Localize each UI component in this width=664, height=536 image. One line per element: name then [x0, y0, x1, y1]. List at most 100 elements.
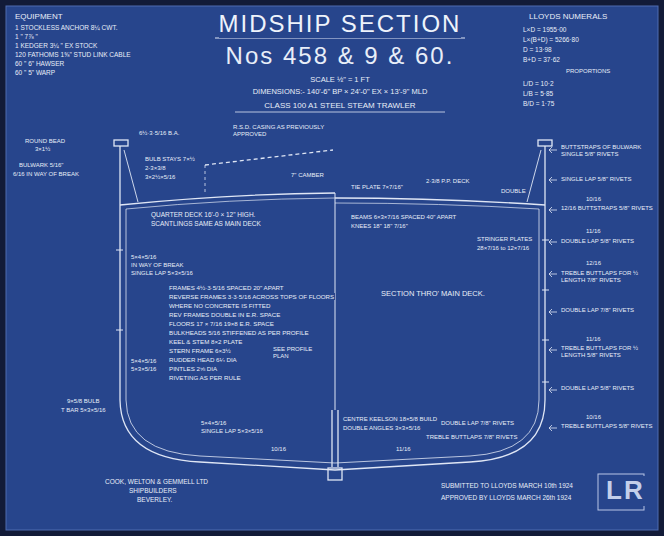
drawing-note: 5×4×5/16: [130, 254, 157, 261]
leader-lines: [549, 147, 557, 431]
drawing-note: RUDDER HEAD 6¼ DIA: [168, 356, 238, 363]
drawing-note: 11/16: [395, 446, 412, 453]
drawing-note: 60 " 6" HAWSER: [14, 60, 65, 67]
drawing-note: PINTLES 2⅝ DIA: [168, 365, 218, 372]
drawing-note: 12/16: [585, 260, 602, 267]
drawing-note: TREBLE BUTTLAPS 5/8" RIVETS: [560, 423, 654, 430]
drawing-note: DOUBLE ANGLES 3×3×5/16: [342, 425, 421, 432]
drawing-note: 9×5/8 BULB: [66, 398, 101, 405]
drawing-note: 2·3/8 P.P. DECK: [425, 178, 470, 185]
drawing-note: SCALE ½" = 1 FT: [309, 76, 371, 85]
drawing-note: DOUBLE LAP 7/8" RIVETS: [440, 420, 515, 427]
drawing-note: SHIPBUILDERS: [128, 487, 178, 494]
drawing-note: 10/16: [585, 196, 602, 203]
drawing-note: SECTION THRO' MAIN DECK.: [380, 290, 486, 299]
bulwark: [119, 146, 120, 205]
drawing-note: 3×1½: [34, 146, 51, 153]
drawing-title: MIDSHIP SECTION: [219, 10, 462, 38]
drawing-note: 10/16: [270, 446, 287, 453]
main-deck: [335, 198, 545, 205]
lap-ticks: [116, 240, 549, 382]
centre-line: [335, 193, 336, 410]
class-rule: [235, 112, 445, 113]
drawing-note: 10/16: [585, 414, 602, 421]
drawing-note: 120 FATHOMS 1⅝" STUD LINK CABLE: [14, 51, 132, 58]
drawing-note: BEAMS 6×3×7/16 SPACED 40" APART: [350, 214, 457, 221]
drawing-note: SINGLE LAP 5×3×5/16: [130, 270, 194, 277]
drawing-note: 60 " 5" WARP: [14, 69, 56, 76]
bar-keel: [328, 468, 342, 480]
drawing-note: 12/16 BUTTSTRAPS 5/8" RIVETS: [560, 205, 654, 212]
casing: [205, 150, 333, 165]
drawing-note: 1 STOCKLESS ANCHOR 8¼ CWT.: [14, 24, 118, 31]
paper-ground: [6, 6, 658, 530]
drawing-note: TIE PLATE 7×7/16": [350, 184, 404, 191]
drawing-note: BULWARK 5/16": [18, 162, 64, 169]
drawing-note: APPROVED BY LLOYDS MARCH 26th 1924: [440, 494, 572, 501]
drawing-note: 5×4×5/16: [200, 420, 227, 427]
deck-beam: [335, 203, 539, 209]
casing: [205, 165, 206, 195]
shell-plating: [120, 205, 545, 470]
drawing-note: FLOORS 17 × 7/16 19×8 E.R. SPACE: [168, 320, 275, 327]
drawing-note: L/D = 10·2: [522, 80, 555, 87]
drawing-note: SINGLE LAP 5×3×5/16: [200, 428, 264, 435]
drawing-note: T BAR 5×3×5/16: [60, 407, 107, 414]
quarter-deck: [120, 193, 335, 205]
drawing-note: 3×2½×5/16: [144, 174, 176, 181]
drawing-note: CLASS 100 A1 STEEL STEAM TRAWLER: [263, 101, 416, 110]
drawing-note: 28×7/16 to 12×7/16: [476, 245, 530, 252]
drawing-note: 5×3×5/16: [130, 366, 157, 373]
drawing-note: KNEES 18" 18" 7/16": [350, 223, 409, 230]
bulwark: [544, 146, 545, 205]
drawing-note: QUARTER DECK 16'-0 × 12" HIGH.: [150, 211, 256, 218]
drawing-note: 5×4×5/16: [130, 358, 157, 365]
drawing-note: L/B = 5·85: [522, 90, 554, 97]
drawing-note: SCANTLINGS SAME AS MAIN DECK: [150, 220, 262, 227]
drawing-note: DOUBLE LAP 5/8" RIVETS: [560, 385, 654, 392]
keelson: [331, 410, 332, 467]
drawing-note: 2-3×3/8: [144, 165, 167, 172]
drawing-note: DOUBLE: [500, 188, 527, 195]
drawing-note: 1 KEDGER 3¼ " EX STOCK: [14, 42, 98, 49]
drawing-note: SINGLE LAP 5/8" RIVETS: [560, 176, 654, 183]
drawing-note: TREBLE BUTTLAPS FOR ½ LENGTH 7/8" RIVETS: [560, 270, 654, 284]
rail: [538, 140, 552, 146]
drawing-note: 7" CAMBER: [290, 172, 325, 179]
drawing-note: DOUBLE LAP 5/8" RIVETS: [560, 238, 654, 245]
drawing-note: D = 13·98: [522, 46, 553, 53]
drawing-note: R.S.D. CASING AS PREVIOUSLY APPROVED: [232, 124, 329, 138]
drawing-note: STRINGER PLATES: [476, 236, 533, 243]
drawing-note: IN WAY OF BREAK: [130, 262, 185, 269]
drawing-note: B/D = 1·75: [522, 100, 555, 107]
drawing-note: L×D = 1955·00: [522, 26, 567, 33]
drawing-note: Nos 458 & 9 & 60.: [225, 42, 456, 70]
drawing-note: RIVETING AS PER RULE: [168, 374, 242, 381]
drawing-note: B+D = 37·62: [522, 56, 561, 63]
drawing-note: FRAMES 4½·3·5/16 SPACED 20" APART: [168, 284, 285, 291]
drawing-note: TREBLE BUTTLAPS FOR ½ LENGTH 5/8" RIVETS: [560, 345, 654, 359]
rail: [114, 140, 128, 146]
drawing-note: 6½·3·5/16 B.A.: [138, 130, 180, 137]
keelson: [337, 410, 338, 467]
drawing-note: 11/16: [585, 336, 602, 343]
drawing-note: 1 " 7⅞ ": [14, 33, 39, 40]
drawing-note: 11/16: [585, 228, 602, 235]
drawing-note: COOK, WELTON & GEMMELL LTD: [104, 478, 209, 485]
drawing-note: ROUND BEAD: [24, 138, 66, 145]
drawing-note: STERN FRAME 6×3½: [168, 347, 232, 354]
drawing-note: KEEL & STEM 8×2 PLATE: [168, 338, 243, 345]
drawing-note: EQUIPMENT: [14, 12, 64, 21]
drawing-note: REVERSE FRAMES 3·3·5/16 ACROSS TOPS OF F…: [168, 293, 335, 300]
bulwark-stay: [527, 150, 541, 202]
drawing-note: BULKHEADS 5/16 STIFFENED AS PER PROFILE: [168, 329, 310, 336]
drawing-note: REV FRAMES DOUBLE IN E.R. SPACE: [168, 311, 281, 318]
watermark: LR: [605, 476, 646, 506]
drawing-note: WHERE NO CONCRETE IS FITTED: [168, 302, 271, 309]
drawing-note: 6/16 IN WAY OF BREAK: [12, 171, 80, 178]
drawing-note: SEE PROFILE PLAN: [272, 346, 314, 360]
drawing-note: PROPORTIONS: [565, 68, 611, 75]
drawing-note: BEVERLEY.: [136, 496, 173, 503]
